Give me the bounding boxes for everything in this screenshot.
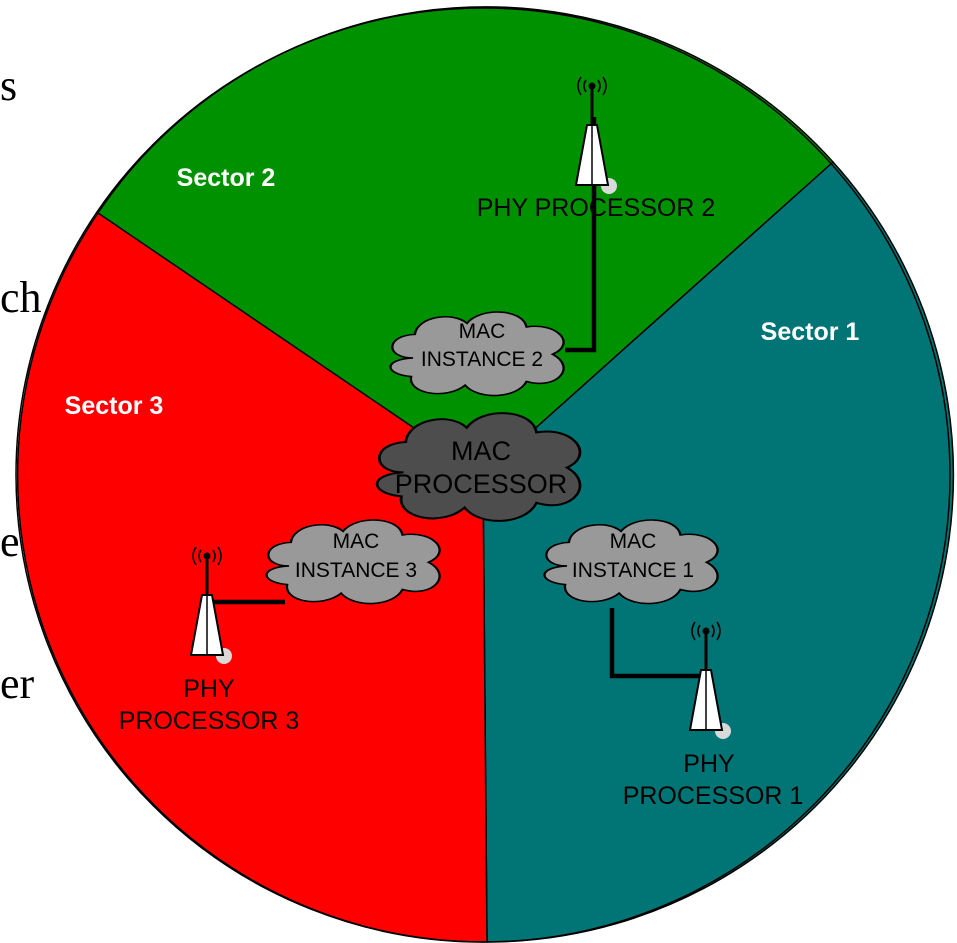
cell-boundary	[15, 7, 951, 943]
sector-3-label: Sector 3	[65, 392, 164, 420]
phy-processor-1-label-line2: PROCESSOR 1	[623, 782, 804, 810]
mac-instance-3-label-line2: INSTANCE 3	[295, 559, 417, 582]
text-fragment: e	[0, 517, 20, 566]
phy-processor-3-label-line2: PROCESSOR 3	[119, 707, 300, 735]
link-mac-instance-2-to-phy-2	[565, 117, 597, 353]
mac-instance-2-label-line2: INSTANCE 2	[421, 348, 543, 371]
text-fragment: ch	[0, 273, 42, 322]
link-mac-instance-1-to-phy-1	[609, 608, 700, 679]
sector-2-wedge	[96, 6, 835, 476]
sector-2-label: Sector 2	[177, 164, 276, 192]
mac-processor-label-line1: MAC	[451, 436, 511, 466]
sector-1-label: Sector 1	[761, 318, 860, 346]
phy-processor-3-label-line1: PHY	[183, 675, 235, 703]
text-fragment: s	[0, 61, 18, 110]
mac-instance-1-label-line2: INSTANCE 1	[572, 559, 694, 582]
mac-processor-label-line2: PROCESSOR	[395, 469, 568, 499]
mac-instance-3-label-line1: MAC	[333, 530, 380, 553]
phy-processor-1-label-line1: PHY	[683, 750, 735, 778]
text-fragment: er	[0, 659, 35, 708]
phy-processor-2-label: PHY PROCESSOR 2	[477, 194, 716, 222]
mac-instance-1-label-line1: MAC	[610, 530, 657, 553]
mac-instance-2-label-line1: MAC	[459, 320, 506, 343]
